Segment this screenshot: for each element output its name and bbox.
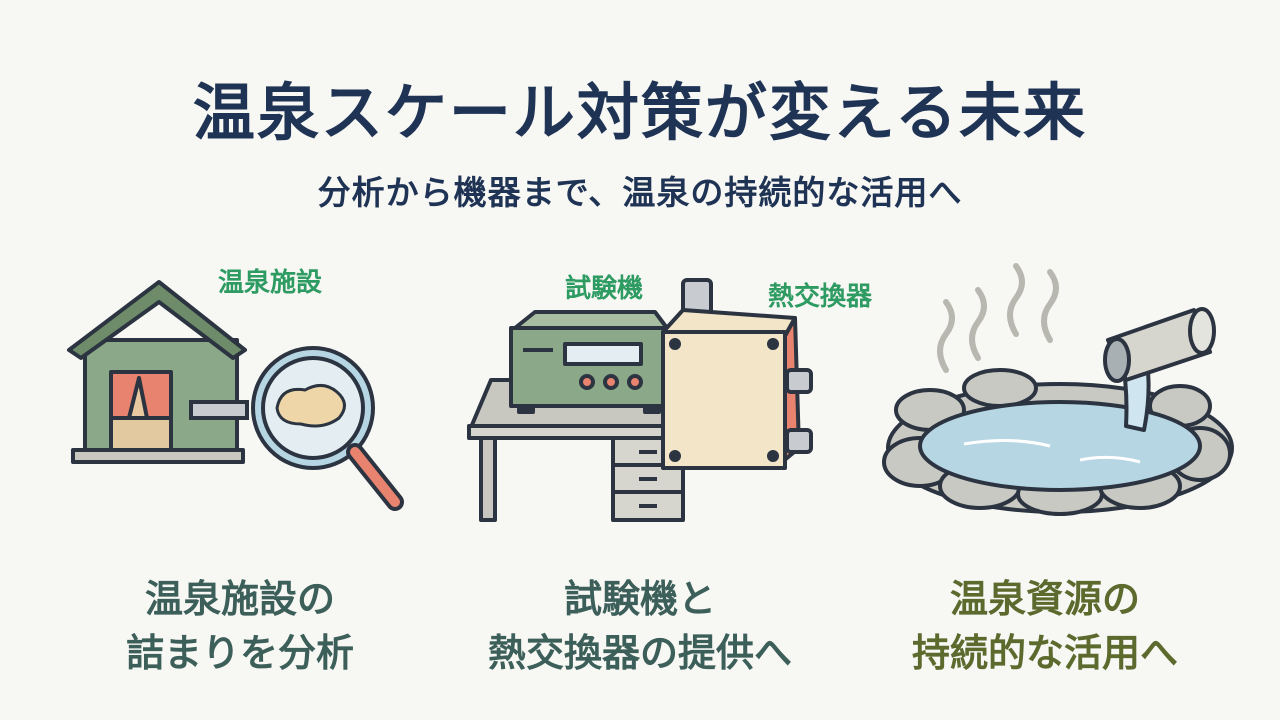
steam-icon: [937, 263, 1059, 373]
caption-line: 温泉施設の: [144, 577, 335, 621]
caption-line: 詰まりを分析: [125, 631, 354, 675]
pipe-icon: [1103, 307, 1216, 432]
caption-line: 持続的な活用へ: [911, 631, 1178, 675]
tag-onsen-facility: 温泉施設: [218, 268, 323, 298]
heat-exchanger-icon: [661, 278, 813, 470]
caption-line: 温泉資源の: [949, 577, 1140, 621]
caption-hot-spring: 温泉資源の 持続的な活用へ: [835, 572, 1255, 680]
caption-facility: 温泉施設の 詰まりを分析: [30, 572, 450, 680]
house-magnifier-illustration: [67, 280, 404, 511]
panel-facility-analysis: [55, 240, 455, 540]
test-machine-icon: [509, 310, 669, 414]
panel-equipment: [455, 240, 855, 540]
magnifier-icon: [189, 346, 404, 511]
panel-hot-spring: [860, 240, 1260, 540]
tag-heat-exchanger: 熱交換器: [768, 282, 873, 312]
house-icon: [67, 280, 247, 464]
caption-equipment: 試験機と 熱交換器の提供へ: [430, 572, 850, 680]
hot-spring-illustration: [882, 263, 1234, 516]
caption-line: 試験機と: [563, 577, 716, 621]
equipment-illustration: [467, 278, 813, 522]
page-title: 温泉スケール対策が変える未来: [192, 76, 1088, 149]
hot-spring-pool-icon: [882, 368, 1234, 516]
tag-test-machine: 試験機: [565, 274, 644, 304]
caption-line: 熱交換器の提供へ: [487, 631, 792, 675]
page-subtitle: 分析から機器まで、温泉の持続的な活用へ: [317, 173, 963, 212]
scale-deposit-icon: [275, 384, 346, 428]
